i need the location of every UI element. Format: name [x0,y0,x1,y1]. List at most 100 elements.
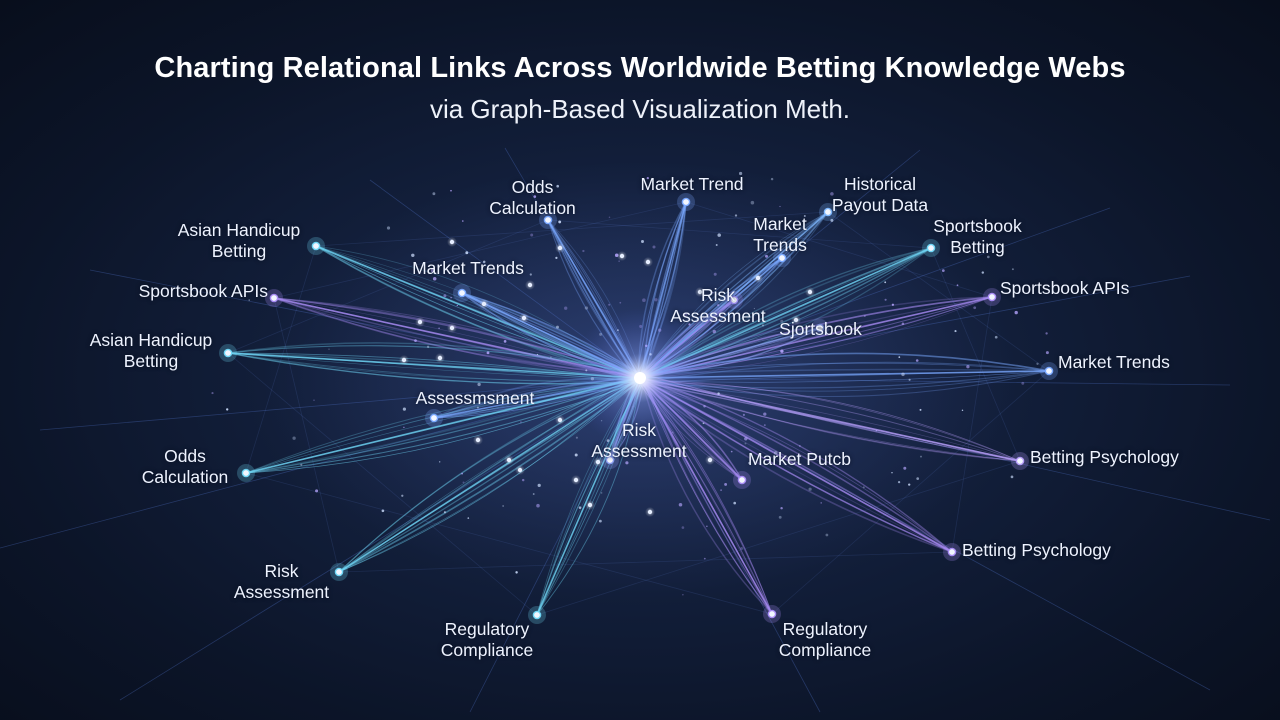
particle [532,493,535,495]
particle [450,189,452,192]
particle [1011,268,1014,271]
graph-node-risk-assessment-inner-upper [729,295,739,305]
particle [578,506,582,510]
junction-node [645,259,651,265]
particle [1014,310,1018,315]
graph-node-sportsbook-apis-right [987,292,997,302]
particle [550,356,552,358]
particle [556,325,559,329]
background-ray [639,207,1111,379]
particle [529,273,532,276]
particle [688,323,691,326]
junction-node [517,467,523,473]
particle [537,483,541,488]
particle [780,349,784,353]
particle [443,294,447,298]
particle [439,461,441,463]
particle [730,450,733,453]
graph-node-assessmsment [429,413,439,423]
graph-node-regulatory-compliance-right [767,609,777,619]
cross-link [771,370,1050,615]
cross-link [338,551,953,573]
particle [750,200,755,205]
particle [618,260,620,262]
particle [1045,332,1048,335]
node-label-assessmsment: Assessmsment [415,388,535,408]
particle [582,249,585,253]
particle [825,533,829,537]
particle [403,426,405,429]
graph-node-market-trends-upper-right [777,253,787,263]
particle [584,306,589,310]
particle [919,408,922,411]
particle [761,324,765,327]
particle [773,451,778,455]
cross-link [315,211,829,247]
particle [315,489,319,493]
particle [724,482,728,486]
particle [830,192,834,196]
particle [432,192,436,196]
particle [482,260,486,264]
particle [328,348,330,350]
particle [509,267,511,270]
particle [891,303,895,306]
particle [897,480,901,484]
particle [778,515,782,519]
particle [901,322,905,325]
node-label-betting-psychology-lower: Betting Psychology [962,540,1111,560]
particle [300,463,303,466]
cross-link [930,247,1021,462]
particle [733,501,737,505]
particle [515,571,518,574]
junction-node [475,437,481,443]
particle [461,472,463,475]
particle [706,525,708,527]
particle [684,312,688,316]
background-ray [639,377,1231,386]
particle [642,298,646,302]
particle [521,478,525,482]
particle [1021,381,1025,385]
particle [1045,351,1049,355]
particle [765,254,768,258]
particle [884,281,887,284]
particle [703,557,706,560]
node-label-sportsbook-apis-left: Sportsbook APIs [138,281,268,301]
background-ray [119,377,641,701]
particle [574,453,578,457]
particle [600,492,603,494]
particle [712,329,716,334]
particle [808,487,812,491]
particle [898,356,901,358]
junction-node [437,355,443,361]
particle [401,494,404,497]
junction-node [573,477,579,483]
particle [430,268,435,273]
graph-node-risk-assessment-lower-left [334,567,344,577]
junction-node [647,509,653,515]
particle [863,314,866,318]
junction-node [521,315,527,321]
particle [986,255,990,259]
junction-node [481,301,487,307]
junction-node [417,319,423,325]
node-label-regulatory-compliance-left: Regulatory Compliance [440,619,534,660]
particle [780,319,784,323]
background-ray [0,377,641,549]
node-label-market-trends-upper-right: Market Trends [753,214,807,255]
graph-node-market-trends-inner-left [457,288,467,298]
graph-node-market-putcb [737,475,747,485]
particle [780,506,783,510]
particle [908,378,911,381]
diagram-subtitle: via Graph-Based Visualization Meth. [429,94,851,124]
particle [901,372,905,377]
graph-node-betting-psychology-lower [947,547,957,557]
particle [712,292,714,294]
particle [720,489,722,491]
particle [1036,362,1039,365]
particle [533,195,537,198]
particle [763,424,766,427]
particle [564,306,568,310]
